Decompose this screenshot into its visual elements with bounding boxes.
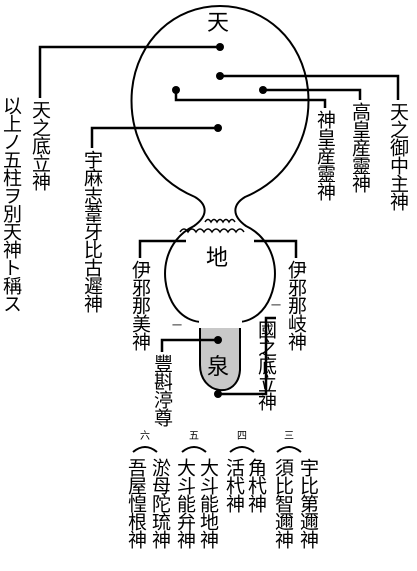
- deity-izanami: 伊邪那美神: [129, 260, 151, 350]
- mark-one-a: 一: [172, 321, 182, 332]
- dot-spring-bottom: [214, 390, 222, 398]
- side-note: 以上ノ五柱ヲ別天神ト稱ス: [0, 96, 22, 312]
- mark-four: 四: [237, 431, 247, 442]
- deity-ohotonoji: 大斗能地神: [197, 458, 219, 548]
- region-spring: 泉: [207, 355, 230, 380]
- pair-arcs: [132, 446, 302, 453]
- deity-izanagi: 伊邪那岐神: [285, 260, 307, 350]
- deity-ikuguhi: 活杙神: [223, 458, 245, 512]
- deity-kuni-no-tokotachi: 國之底立神: [255, 320, 277, 410]
- mark-one-b: 一: [271, 301, 281, 312]
- deity-takamimusuhi: 高皇産靈神: [349, 102, 371, 192]
- spring-basin: [199, 320, 241, 391]
- dot-heaven-top: [216, 43, 224, 51]
- mark-three: 三: [284, 431, 294, 442]
- deity-omodaru: 淤母陀琉神: [149, 458, 171, 548]
- mark-six: 六: [140, 431, 150, 442]
- dot-minaka: [216, 72, 224, 80]
- deity-umashiashikabi: 宇麻志葦牙比古遲神: [81, 150, 103, 312]
- deity-ayakashikone: 吾屋惶根神: [125, 458, 147, 548]
- deity-kamimusuhi: 神皇産靈神: [314, 110, 336, 200]
- cloud-curls: [179, 218, 245, 234]
- deity-toyokumunu: 豐斟渟尊: [151, 354, 173, 426]
- dot-kami: [172, 86, 180, 94]
- vessel-outline: [130, 4, 310, 323]
- region-heaven: 天: [207, 11, 230, 36]
- deity-ohotonobe: 大斗能弁神: [174, 458, 196, 548]
- dot-heaven-lower: [214, 124, 222, 132]
- region-earth: 地: [206, 246, 229, 271]
- deity-uhijini: 宇比第邇神: [297, 458, 319, 548]
- dot-spring-top: [214, 336, 222, 344]
- dot-takami: [259, 86, 267, 94]
- deity-ame-no-minakanushi: 天之御中主神: [387, 102, 409, 210]
- deity-ame-no-tokotachi: 天之底立神: [29, 100, 51, 190]
- deity-suhijini: 須比智邇神: [272, 458, 294, 548]
- deity-tsunoguhi: 角杙神: [245, 458, 267, 512]
- mark-five: 五: [189, 431, 199, 442]
